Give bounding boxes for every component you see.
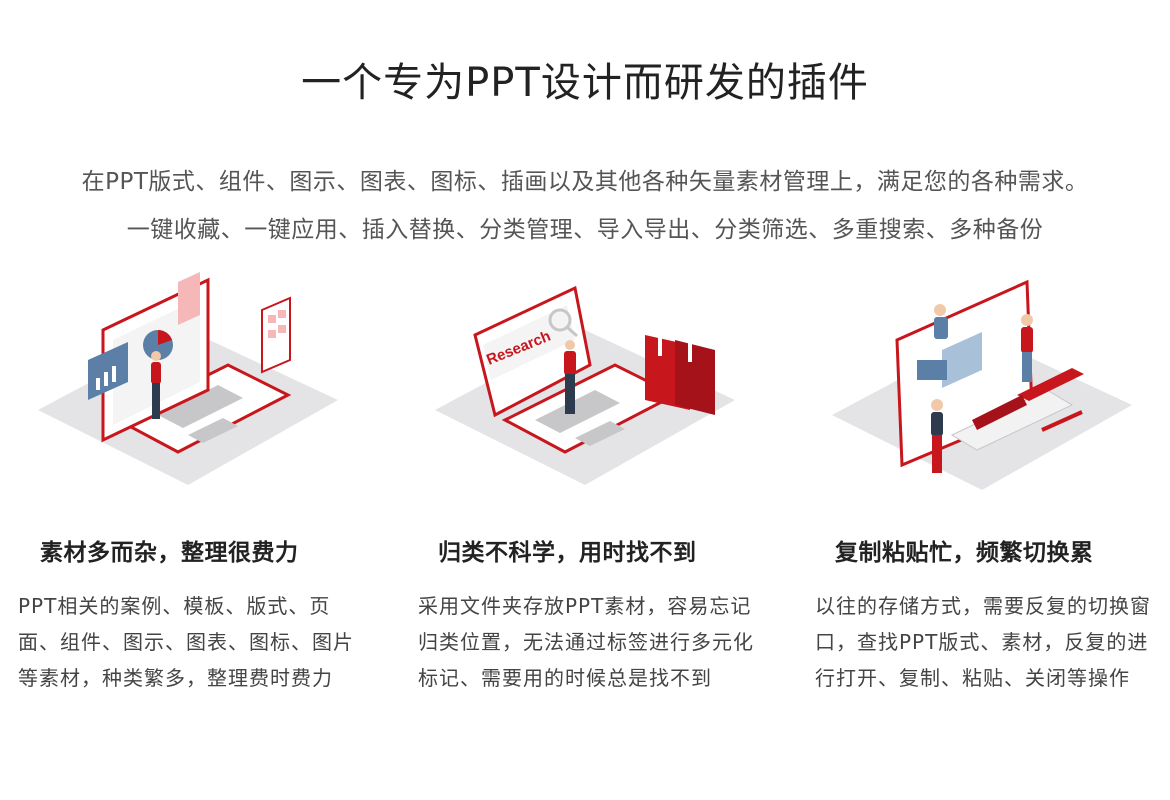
subtitle-line-2: 一键收藏、一键应用、插入替换、分类管理、导入导出、分类筛选、多重搜索、多种备份 xyxy=(126,217,1044,243)
subtitle-line-1: 在PPT版式、组件、图示、图表、图标、插画以及其他各种矢量素材管理上，满足您的各… xyxy=(81,169,1089,195)
illustration-research: Research xyxy=(425,270,745,510)
illustration-copy-paste xyxy=(822,270,1142,510)
feature-description-1: PPT相关的案例、模板、版式、页面、组件、图示、图表、图标、图片等素材，种类繁多… xyxy=(18,594,354,690)
feature-title-2: 归类不科学，用时找不到 xyxy=(438,540,697,566)
page-title: 一个专为PPT设计而研发的插件 xyxy=(301,60,869,106)
feature-title-3: 复制粘贴忙，频繁切换累 xyxy=(835,540,1094,566)
feature-title-1: 素材多而杂，整理很费力 xyxy=(40,540,299,566)
feature-description-3: 以往的存储方式，需要反复的切换窗口，查找PPT版式、素材，反复的进行打开、复制、… xyxy=(815,594,1151,690)
feature-description-2: 采用文件夹存放PPT素材，容易忘记归类位置，无法通过标签进行多元化标记、需要用的… xyxy=(418,594,754,690)
illustration-materials xyxy=(28,270,348,510)
